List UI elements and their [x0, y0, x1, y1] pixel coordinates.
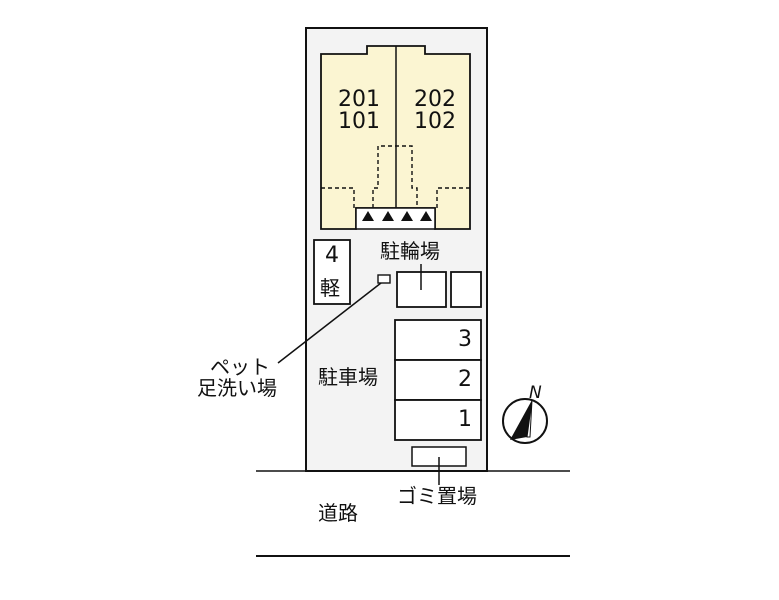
pet-wash-label-line1: ペット [210, 355, 270, 379]
parking-space-2 [394, 359, 482, 401]
pet-wash-leader-line [277, 282, 382, 364]
parking-number-2: 2 [458, 367, 472, 392]
unit-label-201: 201 [338, 87, 380, 112]
dashed-outlines [321, 145, 470, 208]
unit-label-202: 202 [414, 87, 456, 112]
road-label: 道路 [318, 501, 358, 525]
unit-label-102: 102 [414, 109, 456, 134]
kei-parking-number: 4 [325, 243, 339, 268]
compass-north-label: N [529, 383, 542, 403]
entrance-triangles [362, 211, 432, 221]
pet-wash-label-line2: 足洗い場 [197, 376, 277, 400]
parking-space-1 [394, 399, 482, 441]
garbage-label: ゴミ置場 [397, 484, 477, 508]
pet-wash-marker [377, 274, 391, 284]
kei-parking-type: 軽 [320, 276, 340, 300]
parking-space-3 [394, 319, 482, 361]
compass-north-icon [502, 398, 548, 444]
bicycle-parking-label: 駐輪場 [380, 239, 440, 263]
unit-label-101: 101 [338, 109, 380, 134]
kei-parking-space [313, 239, 351, 305]
parking-number-3: 3 [458, 327, 472, 352]
parking-number-1: 1 [458, 407, 472, 432]
bicycle-parking-box-2 [450, 271, 482, 308]
parking-label: 駐車場 [318, 365, 378, 389]
